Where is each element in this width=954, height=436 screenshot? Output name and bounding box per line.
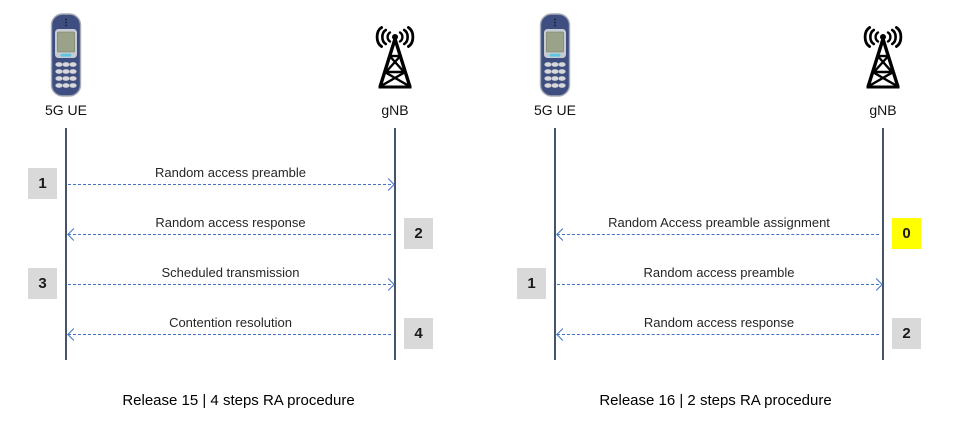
sequence-diagram-release16: 5G UE bbox=[477, 0, 954, 436]
message-arrow bbox=[68, 234, 391, 235]
step-badge: 1 bbox=[28, 168, 57, 199]
ue-phone-icon bbox=[535, 13, 575, 97]
ue-lifeline bbox=[65, 128, 67, 360]
sequence-diagram-release15: 5G UE bbox=[28, 13, 433, 409]
diagram-caption: Release 16 | 2 steps RA procedure bbox=[599, 392, 832, 409]
message-label: Random access response bbox=[155, 215, 306, 230]
message-arrow bbox=[557, 284, 879, 285]
message-arrow bbox=[68, 284, 391, 285]
gnb-label: gNB bbox=[381, 102, 409, 118]
message-arrow bbox=[68, 184, 391, 185]
ue-lifeline bbox=[554, 128, 556, 360]
message-label: Random access preamble bbox=[643, 265, 795, 280]
step-badge: 4 bbox=[404, 318, 433, 349]
step-badge: 2 bbox=[404, 218, 433, 249]
step-badge: 1 bbox=[517, 268, 546, 299]
message-label: Random access preamble bbox=[154, 165, 307, 180]
message-label: Random Access preamble assignment bbox=[608, 215, 830, 230]
step-badge: 3 bbox=[28, 268, 57, 299]
message-label: Contention resolution bbox=[169, 315, 292, 330]
gnb-label: gNB bbox=[869, 102, 897, 118]
gnb-lifeline bbox=[394, 128, 396, 360]
ue-label: 5G UE bbox=[44, 102, 87, 118]
ue-label: 5G UE bbox=[533, 102, 576, 118]
message-arrow bbox=[68, 334, 391, 335]
message-arrow bbox=[557, 234, 879, 235]
diagram-caption: Release 15 | 4 steps RA procedure bbox=[122, 392, 355, 409]
gnb-lifeline bbox=[882, 128, 884, 360]
message-label: Scheduled transmission bbox=[161, 265, 300, 280]
step-badge: 0 bbox=[892, 218, 921, 249]
message-label: Random access response bbox=[643, 315, 795, 330]
gnb-tower-icon bbox=[371, 26, 419, 94]
gnb-tower-icon bbox=[859, 26, 907, 94]
step-badge: 2 bbox=[892, 318, 921, 349]
ue-phone-icon bbox=[46, 13, 86, 97]
message-arrow bbox=[557, 334, 879, 335]
